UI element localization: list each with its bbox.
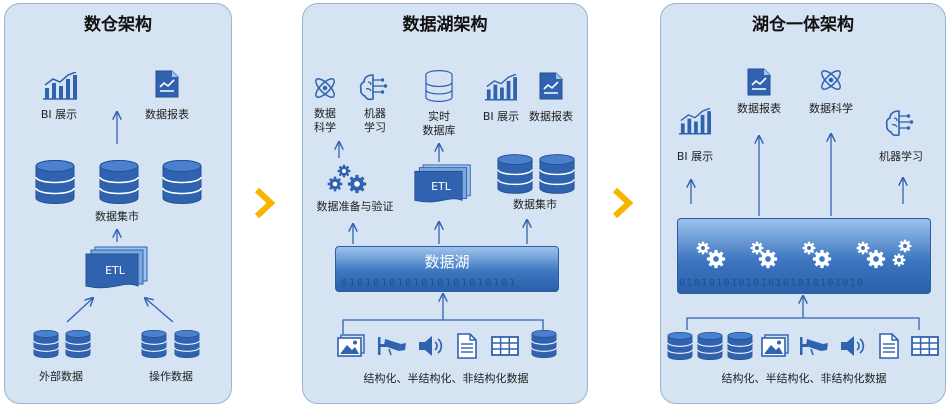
data-mart-label: 数据集市 — [513, 198, 557, 211]
report-label: 数据报表 — [529, 110, 573, 123]
lakehouse-panel: 湖仓一体架构 数据报表 数据科学 BI 展示 机器学习 010101010101… — [660, 3, 946, 404]
sources-label: 结构化、半结构化、非结构化数据 — [363, 372, 529, 385]
panel-title: 数仓架构 — [84, 15, 152, 35]
camera-icon — [799, 335, 829, 357]
arrows — [686, 4, 920, 330]
database-icon — [65, 330, 91, 358]
data-lake-bar: 数据湖 — [335, 246, 559, 292]
database-icon — [531, 330, 557, 358]
binary-stream: 0101010101010101010101 — [341, 278, 518, 289]
database-icon — [33, 330, 59, 358]
speaker-icon — [417, 334, 445, 358]
report-label: 数据报表 — [145, 108, 189, 121]
bi-label: BI 展示 — [676, 150, 714, 163]
data-science-label-1: 数据 — [314, 107, 336, 120]
realtime-db-label-2: 数据库 — [422, 124, 456, 137]
external-data-label: 外部数据 — [39, 370, 83, 383]
arrows — [303, 4, 544, 334]
bi-label: BI 展示 — [482, 110, 520, 123]
arrows — [66, 4, 174, 323]
database-icon — [162, 160, 202, 204]
gear-icon — [812, 249, 832, 269]
data-warehouse-panel: 数仓架构 BI 展示 数据报表 数据集市 ETL 外部数据 操作数据 — [4, 3, 232, 404]
lakehouse-bar — [677, 218, 931, 294]
database-icon — [35, 160, 75, 204]
database-icon — [497, 154, 533, 194]
data-lake-panel: 数据湖架构 数据 科学 机器 学习 实时 数据库 BI 展示 数据报表 数据准备… — [302, 3, 588, 404]
database-icon — [141, 330, 167, 358]
gear-icon — [706, 249, 726, 269]
table-icon — [911, 336, 939, 356]
document-icon — [457, 333, 477, 359]
data-science-icon — [817, 66, 845, 94]
binary-stream: 0101010101010101010101010 — [679, 278, 865, 289]
image-icon — [337, 334, 365, 358]
report-icon — [539, 72, 563, 100]
document-icon — [879, 333, 899, 359]
data-lake-label: 数据湖 — [424, 253, 470, 271]
etl-label: ETL — [431, 180, 451, 193]
database-icon — [697, 332, 723, 360]
bar-chart-icon — [485, 74, 517, 101]
machine-learning-icon — [885, 108, 915, 138]
database-icon — [539, 154, 575, 194]
bar-chart-icon — [679, 108, 711, 135]
camera-icon — [377, 335, 407, 357]
machine-learning-icon — [359, 72, 389, 102]
data-science-label-2: 科学 — [314, 121, 336, 134]
data-mart-label: 数据集市 — [95, 210, 139, 223]
database-icon — [667, 332, 693, 360]
data-science-label: 数据科学 — [809, 102, 853, 115]
sources-label: 结构化、半结构化、非结构化数据 — [721, 372, 887, 385]
table-icon — [491, 336, 519, 356]
machine-learning-label-2: 学习 — [364, 121, 386, 134]
chevron-right-icon — [612, 187, 634, 224]
gear-icon — [758, 249, 778, 269]
gear-icon — [327, 176, 343, 192]
gear-icon — [347, 174, 367, 194]
panel-title: 湖仓一体架构 — [752, 15, 854, 35]
data-science-icon — [311, 74, 339, 102]
data-prep-label: 数据准备与验证 — [316, 200, 394, 213]
database-icon — [727, 332, 753, 360]
gear-icon — [866, 249, 886, 269]
chevron-right-icon — [254, 187, 276, 224]
bi-label: BI 展示 — [40, 108, 78, 121]
gear-icon — [898, 239, 912, 253]
machine-learning-label-1: 机器 — [364, 107, 386, 120]
image-icon — [761, 334, 789, 358]
database-icon — [425, 70, 453, 102]
gear-icon — [892, 253, 906, 267]
database-icon — [99, 160, 139, 204]
database-icon — [174, 330, 200, 358]
etl-label: ETL — [105, 264, 125, 277]
report-label: 数据报表 — [737, 102, 781, 115]
machine-learning-label: 机器学习 — [879, 150, 923, 163]
operational-data-label: 操作数据 — [149, 370, 193, 383]
panel-title: 数据湖架构 — [402, 15, 488, 35]
speaker-icon — [839, 334, 867, 358]
realtime-db-label-1: 实时 — [428, 110, 450, 123]
report-icon — [747, 68, 771, 96]
